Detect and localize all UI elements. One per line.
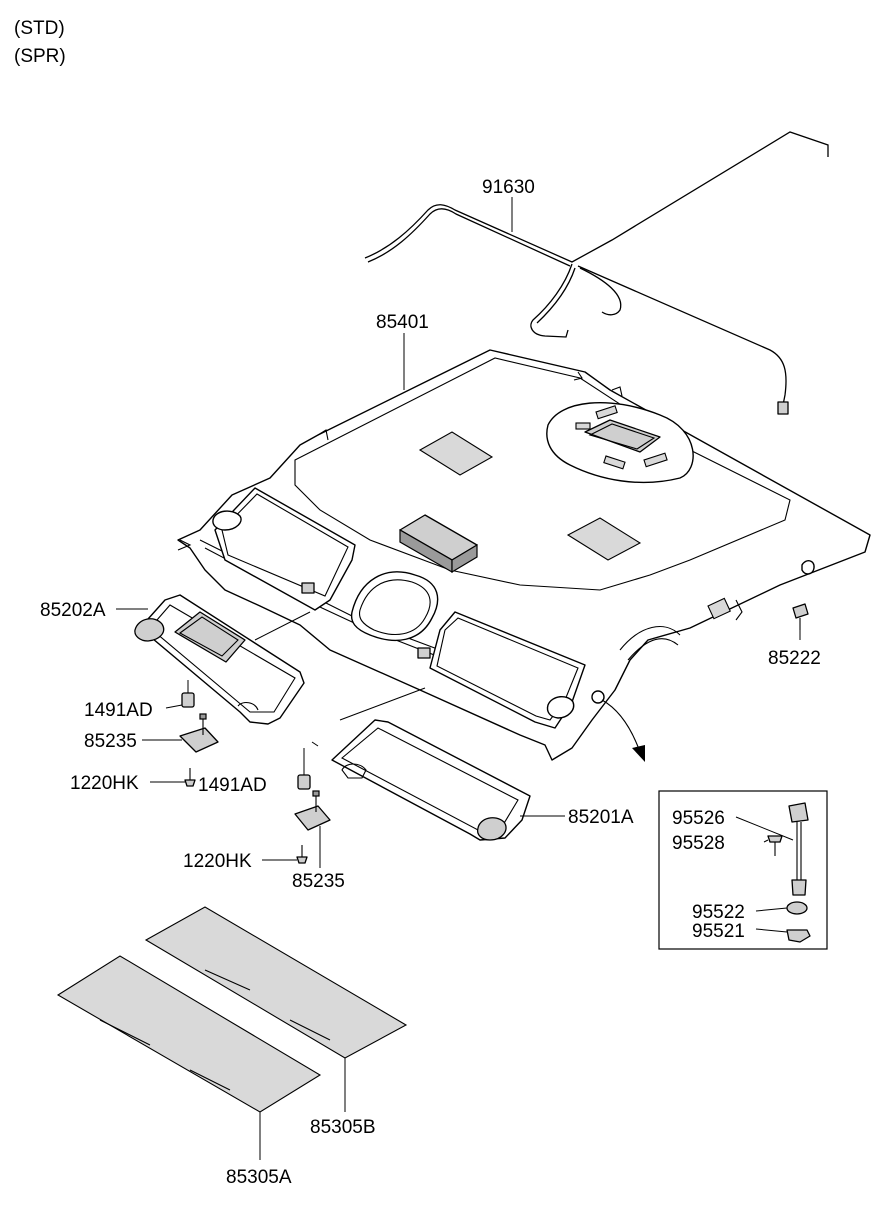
variant-std-label: (STD) [14,18,65,39]
label-95528: 95528 [672,833,725,854]
label-95521: 95521 [692,921,745,942]
clip-85222 [792,603,809,640]
label-91630: 91630 [482,177,535,198]
label-85202A: 85202A [40,600,106,621]
label-1491AD-rh: 1491AD [198,775,267,796]
label-85201A: 85201A [568,807,634,828]
pointer-arrow-icon [632,745,645,762]
label-1220HK-lh: 1220HK [70,773,139,794]
screw-lh [150,768,196,787]
retainer-rh [297,748,311,790]
headlining-assembly [177,333,871,762]
label-95526: 95526 [672,808,725,829]
label-85235-rh: 85235 [292,871,345,892]
sunvisor-rh [311,687,565,841]
wiring-connector-icon [777,401,789,415]
detail-box [658,790,828,950]
label-85222: 85222 [768,648,821,669]
pad-85305B [144,906,408,1112]
label-1491AD-lh: 1491AD [84,700,153,721]
screw-rh [262,845,308,864]
sunvisor-lh [116,594,311,725]
label-85305B: 85305B [310,1117,376,1138]
bracket-lh [142,713,219,753]
label-85401: 85401 [376,312,429,333]
label-85235-lh: 85235 [84,731,137,752]
variant-spr-label: (SPR) [14,46,66,67]
bracket-rh [294,790,331,868]
label-1220HK-rh: 1220HK [183,851,252,872]
label-95522: 95522 [692,902,745,923]
label-85305A: 85305A [226,1167,292,1188]
retainer-lh [165,680,195,709]
pad-85305A [56,955,322,1160]
wiring-harness [364,131,829,415]
